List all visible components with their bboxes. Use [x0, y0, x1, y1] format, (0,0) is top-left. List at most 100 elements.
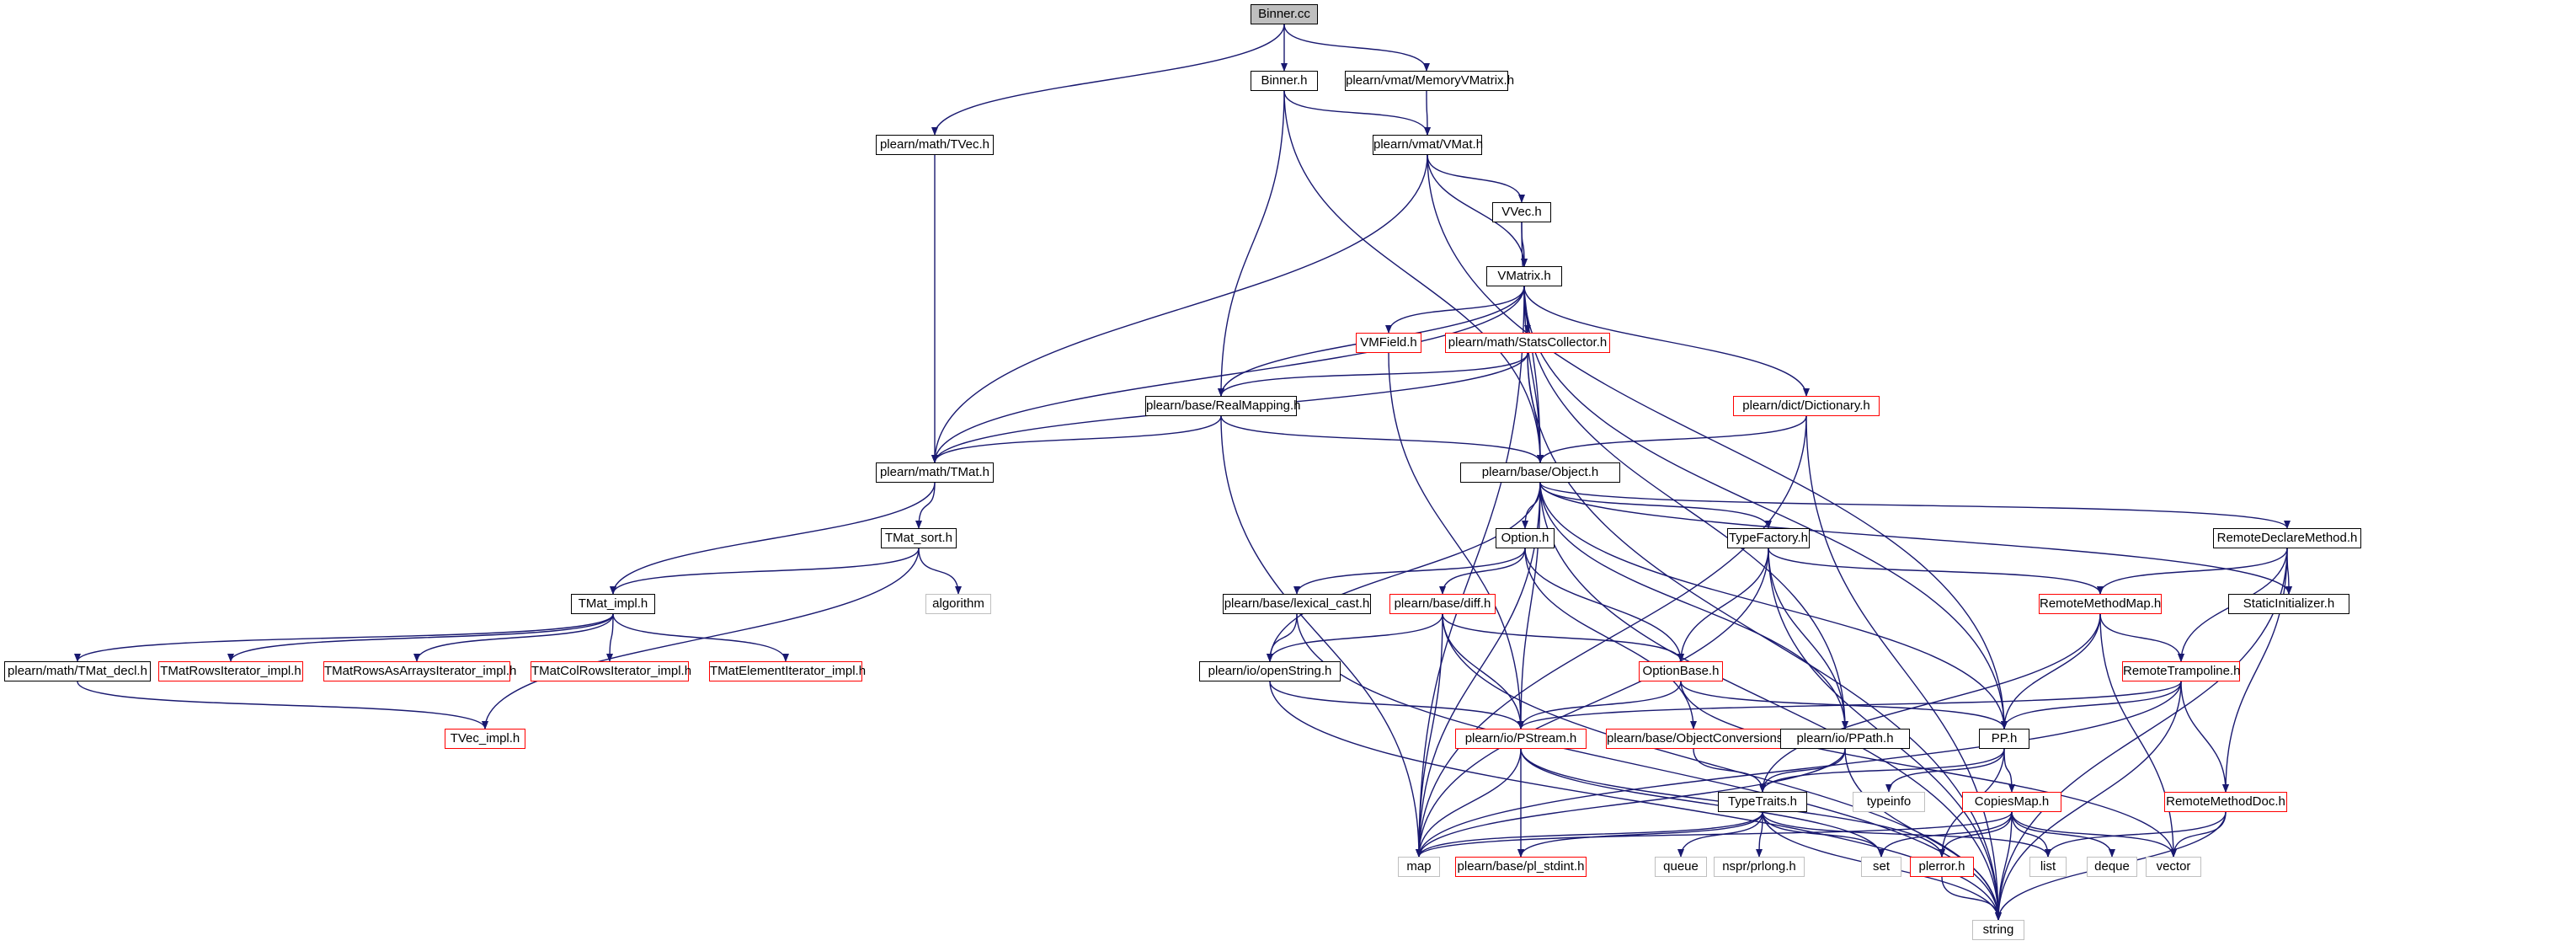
edge-lexical-cast-to-openstring [1267, 613, 1298, 662]
edge-vmat-to-tmat [931, 154, 1428, 463]
node-tmatcolrows[interactable]: TMatColRowsIterator_impl.h [531, 661, 691, 681]
edge-vmat-to-vmatrix [1427, 154, 1528, 267]
node-vmat[interactable]: plearn/vmat/VMat.h [1373, 135, 1483, 155]
node-diff[interactable]: plearn/base/diff.h [1389, 594, 1496, 614]
edge-binner-cc-to-tvec [931, 24, 1285, 136]
edge-typefactory-to-ppath [1768, 548, 1848, 730]
edge-typetraits-to-set [1762, 811, 1885, 858]
edge-option-to-diff [1439, 548, 1526, 595]
edge-tmat-to-tmat-impl [610, 482, 936, 595]
node-tmat-impl[interactable]: TMat_impl.h [571, 594, 655, 614]
node-memory-vmatrix[interactable]: plearn/vmat/MemoryVMatrix.h [1345, 71, 1514, 91]
node-dictionary[interactable]: plearn/dict/Dictionary.h [1733, 396, 1880, 416]
node-tmat[interactable]: plearn/math/TMat.h [876, 462, 994, 483]
node-deque[interactable]: deque [2087, 857, 2137, 877]
edge-copiesmap-to-plerror [1939, 811, 2013, 858]
edge-ppath-to-typetraits [1759, 748, 1846, 793]
edge-copiesmap-to-set [1878, 811, 2013, 858]
edge-vmatrix-to-object [1523, 286, 1544, 463]
node-pstream[interactable]: plearn/io/PStream.h [1455, 729, 1587, 749]
edge-object-to-remotedeclare [1539, 482, 2291, 529]
edge-copiesmap-to-string [1995, 811, 2013, 921]
node-tmatelement[interactable]: TMatElementIterator_impl.h [709, 661, 866, 681]
node-pp[interactable]: PP.h [1979, 729, 2029, 749]
edge-remotetrampoline-to-remotemethoddoc [2180, 681, 2229, 793]
edge-pstream-to-map [1416, 748, 1522, 858]
node-openstring[interactable]: plearn/io/openString.h [1199, 661, 1341, 681]
node-vector[interactable]: vector [2146, 857, 2201, 877]
node-binner-h[interactable]: Binner.h [1251, 71, 1318, 91]
edge-vmatrix-to-tmat [931, 286, 1525, 463]
edge-tmat-sort-to-tvec-impl [482, 548, 920, 730]
node-tmatrowsarrays[interactable]: TMatRowsAsArraysIterator_impl.h [323, 661, 516, 681]
node-tmat-decl[interactable]: plearn/math/TMat_decl.h [4, 661, 151, 681]
node-staticinit[interactable]: StaticInitializer.h [2228, 594, 2349, 614]
node-tmatrows[interactable]: TMatRowsIterator_impl.h [158, 661, 303, 681]
node-remotedeclare[interactable]: RemoteDeclareMethod.h [2213, 528, 2361, 548]
edge-typetraits-to-list [1762, 811, 2051, 858]
node-list[interactable]: list [2029, 857, 2067, 877]
edge-ppath-to-string [1844, 748, 2002, 921]
edge-pp-to-copiesmap [2003, 748, 2015, 793]
node-pl-stdint[interactable]: plearn/base/pl_stdint.h [1455, 857, 1587, 877]
node-copiesmap[interactable]: CopiesMap.h [1962, 792, 2061, 812]
edge-ppath-to-map [1416, 748, 1846, 858]
edge-copiesmap-to-map [1416, 811, 2013, 858]
node-string[interactable]: string [1972, 920, 2024, 940]
edge-diff-to-optionbase [1442, 613, 1684, 662]
edge-remotemethodmap-to-remotetrampoline [2099, 613, 2184, 662]
node-object[interactable]: plearn/base/Object.h [1460, 462, 1620, 483]
edge-tmat-decl-to-tvec-impl [77, 681, 488, 730]
edge-remotemethoddoc-to-vector [2170, 811, 2227, 858]
node-objectconv[interactable]: plearn/base/ObjectConversions.h [1606, 729, 1794, 749]
node-typeinfo[interactable]: typeinfo [1853, 792, 1925, 812]
node-remotemethoddoc[interactable]: RemoteMethodDoc.h [2164, 792, 2287, 812]
node-binner-cc[interactable]: Binner.cc [1251, 4, 1318, 24]
node-typetraits[interactable]: TypeTraits.h [1718, 792, 1807, 812]
edge-typefactory-to-optionbase [1677, 548, 1769, 662]
node-ppath[interactable]: plearn/io/PPath.h [1780, 729, 1910, 749]
node-vmfield[interactable]: VMField.h [1356, 333, 1421, 353]
node-tmat-sort[interactable]: TMat_sort.h [881, 528, 957, 548]
node-typefactory[interactable]: TypeFactory.h [1727, 528, 1810, 548]
edge-pp-to-typeinfo [1885, 748, 2005, 793]
node-tvec[interactable]: plearn/math/TVec.h [876, 135, 994, 155]
node-tvec-impl[interactable]: TVec_impl.h [445, 729, 525, 749]
edge-realmapping-to-map [1220, 415, 1422, 858]
node-vmatrix[interactable]: VMatrix.h [1486, 266, 1562, 286]
node-lexical-cast[interactable]: plearn/base/lexical_cast.h [1223, 594, 1371, 614]
edge-copiesmap-to-vector [2011, 811, 2177, 858]
edge-typetraits-to-map [1416, 811, 1763, 858]
edge-openstring-to-pstream [1269, 681, 1524, 730]
node-realmapping[interactable]: plearn/base/RealMapping.h [1145, 396, 1300, 416]
edge-dictionary-to-map [1416, 415, 1807, 858]
edge-option-to-lexical-cast [1293, 548, 1526, 595]
node-optionbase[interactable]: OptionBase.h [1639, 661, 1723, 681]
edge-remotetrampoline-to-map [1416, 681, 2182, 858]
edge-object-to-pstream [1517, 482, 1541, 730]
edge-tmat-to-tmat-sort [915, 482, 936, 529]
node-plerror[interactable]: plerror.h [1910, 857, 1974, 877]
node-statscollector[interactable]: plearn/math/StatsCollector.h [1445, 333, 1610, 353]
edge-optionbase-to-vector [1680, 681, 2177, 858]
node-option[interactable]: Option.h [1496, 528, 1555, 548]
edge-option-to-objectconv [1524, 548, 1697, 730]
node-map[interactable]: map [1398, 857, 1440, 877]
edge-vmatrix-to-pp [1523, 286, 2008, 730]
node-remotetrampoline[interactable]: RemoteTrampoline.h [2122, 661, 2241, 681]
node-remotemethodmap[interactable]: RemoteMethodMap.h [2039, 594, 2162, 614]
edge-tmat-impl-to-tmatelement [612, 613, 789, 662]
edge-remotemethodmap-to-pp [2001, 613, 2101, 730]
edge-typefactory-to-map [1416, 548, 1769, 858]
node-vvec[interactable]: VVec.h [1492, 202, 1551, 222]
edge-object-to-typefactory [1539, 482, 1772, 529]
edge-tmat-impl-to-tmat-decl [74, 613, 614, 662]
node-set[interactable]: set [1861, 857, 1901, 877]
node-nspr[interactable]: nspr/prlong.h [1714, 857, 1805, 877]
edge-vmfield-to-pstream [1388, 352, 1524, 730]
node-queue[interactable]: queue [1655, 857, 1707, 877]
node-algorithm[interactable]: algorithm [925, 594, 991, 614]
edge-remotetrampoline-to-pstream [1517, 681, 2182, 730]
